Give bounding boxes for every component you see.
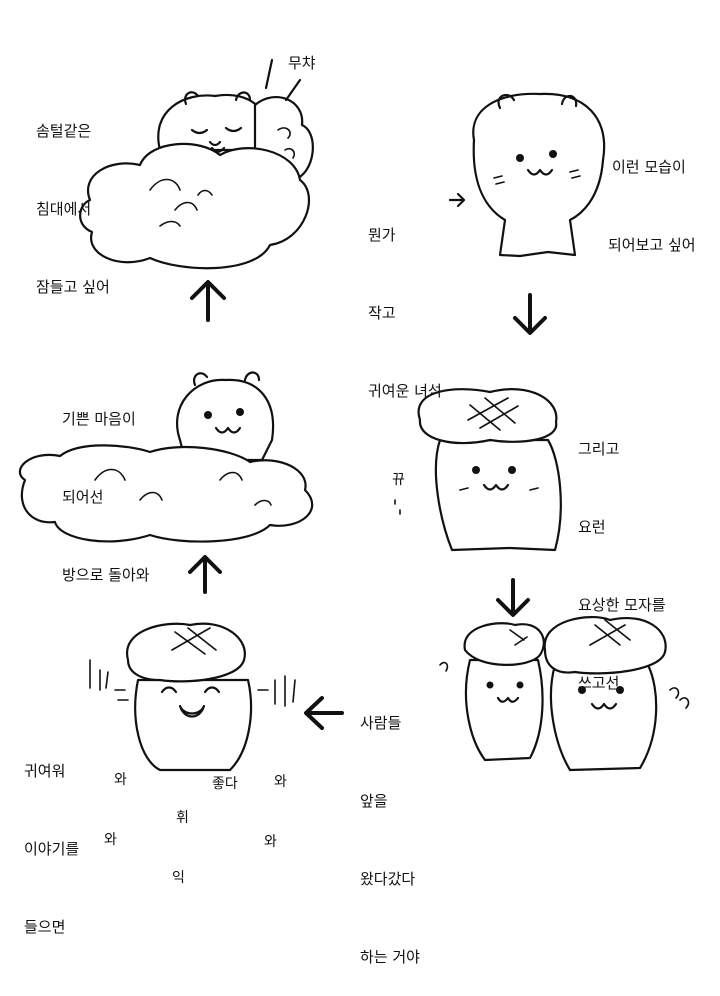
caption-line: 요상한 모자를 [578, 596, 666, 614]
note-line: 귀여운 녀석 [368, 382, 442, 400]
caption-mid-right: 그리고 요런 요상한 모자를 쓰고선 [578, 384, 666, 722]
creature-on-cloud [18, 371, 314, 543]
caption-line: 앞을 [360, 792, 388, 810]
excited-creature [89, 622, 296, 772]
caption-top-right: 이런 모습이 되어보고 싶어 [608, 102, 696, 284]
note-line: 작고 [368, 304, 396, 322]
comic-illustration [18, 58, 690, 772]
caption-line: 귀여워 [24, 762, 66, 780]
sfx-wiik: 휘 익 [172, 768, 189, 908]
sfx-wa-left: 와 와 [104, 730, 127, 870]
arrow-left-icon [304, 696, 344, 730]
caption-mid-left: 기쁜 마음이 되어선 방으로 돌아와 [62, 354, 150, 614]
caption-line: 방으로 돌아와 [62, 566, 150, 584]
caption-top-left: 솜털같은 침대에서 잠들고 싶어 [36, 66, 110, 326]
caption-line: 요런 [578, 518, 606, 536]
sfx-wa-right: 와 와 [264, 732, 287, 872]
caption-line: 들으면 [24, 918, 66, 936]
caption-line: 되어보고 싶어 [608, 236, 696, 254]
caption-bottom-right: 사람들 앞을 왔다갔다 하는 거야 [360, 658, 420, 996]
standing-creature [448, 92, 606, 258]
two-walking-creatures [439, 616, 690, 772]
caption-line: 이런 모습이 [612, 158, 686, 176]
arrow-down-icon [496, 578, 530, 617]
caption-line: 이야기를 [24, 840, 80, 858]
caption-line: 되어선 [62, 488, 104, 506]
sfx-mucha: 무챠 [288, 54, 316, 72]
sfx-line: 익 [172, 870, 185, 886]
caption-line: 왔다갔다 [360, 870, 416, 888]
note-top-right: 뭔가 작고 귀여운 녀석 [368, 170, 442, 430]
caption-line: 침대에서 [36, 200, 92, 218]
arrow-up-icon [190, 280, 226, 322]
sfx-line: 와 [274, 774, 287, 790]
sfx-kyu: 뀨 [392, 472, 405, 488]
creature-with-hat [394, 388, 562, 552]
caption-line: 하는 거야 [360, 948, 420, 966]
sfx-good: 좋다 [212, 776, 238, 792]
sfx-line: 와 [104, 832, 117, 848]
arrow-down-icon [513, 293, 547, 335]
sfx-line: 와 [114, 772, 127, 788]
caption-line: 기쁜 마음이 [62, 410, 136, 428]
caption-line: 사람들 [360, 714, 402, 732]
sfx-line: 휘 [176, 810, 189, 826]
note-line: 뭔가 [368, 226, 396, 244]
caption-line: 쓰고선 [578, 674, 620, 692]
caption-line: 솜털같은 [36, 122, 92, 140]
caption-bottom-left: 귀여워 이야기를 들으면 [24, 706, 79, 966]
caption-line: 그리고 [578, 440, 620, 458]
arrow-up-icon [188, 555, 222, 594]
caption-line: 잠들고 싶어 [36, 278, 110, 296]
sfx-line: 와 [264, 834, 277, 850]
sleeping-creature-on-cloud [79, 58, 314, 270]
